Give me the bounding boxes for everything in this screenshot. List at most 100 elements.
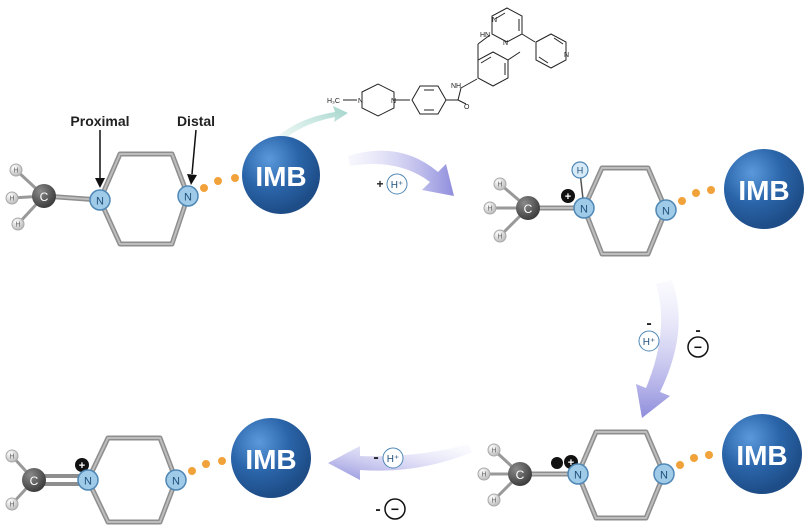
interaction-dot <box>676 461 684 469</box>
imb-ball <box>242 136 320 214</box>
proximal-label: Proximal <box>70 113 129 129</box>
interaction-dot <box>678 197 686 205</box>
imb-ball <box>231 418 311 498</box>
second-step-labels: - H⁺ - − <box>373 447 406 520</box>
interaction-dot <box>188 467 196 475</box>
hydrogen-atom <box>487 493 501 507</box>
site-labels: Proximal Distal <box>70 113 215 188</box>
imb-ball <box>722 414 802 494</box>
hydrogen-atom <box>493 229 507 243</box>
interaction-dot <box>707 186 715 194</box>
nitrogen-distal <box>177 185 199 207</box>
radical-electron <box>551 457 563 469</box>
interaction-dot <box>692 189 700 197</box>
nitrogen-proximal <box>77 469 99 491</box>
svg-text:+: + <box>79 460 85 472</box>
structure-label-n2: N <box>391 98 396 105</box>
hydrogen-atom <box>5 191 19 205</box>
structure-label-n5: N <box>564 52 569 59</box>
carbon-atom <box>508 462 532 486</box>
svg-text:H: H <box>491 448 496 455</box>
svg-text:H: H <box>13 168 18 175</box>
molecule-4: H H C + N N IMB <box>5 418 311 525</box>
svg-text:N: N <box>574 470 582 482</box>
hydrogen-atom <box>9 163 23 177</box>
svg-text:N: N <box>580 204 588 216</box>
svg-text:C: C <box>30 474 39 488</box>
svg-text:−: − <box>694 339 702 355</box>
structure-label-n1: N <box>358 98 363 105</box>
svg-text:-: - <box>695 322 700 339</box>
interaction-dot <box>200 184 208 192</box>
svg-text:H: H <box>15 222 20 229</box>
structure-label-n4: N <box>503 40 508 47</box>
imb-label: IMB <box>738 175 789 206</box>
proximal-arrow-head <box>95 178 105 188</box>
svg-text:-: - <box>373 449 378 466</box>
svg-text:H: H <box>9 196 14 203</box>
svg-text:+: + <box>565 191 571 203</box>
svg-text:H: H <box>9 502 14 509</box>
arrow-deprotonation <box>636 280 679 418</box>
svg-text:+: + <box>568 457 574 469</box>
interaction-dot <box>218 457 226 465</box>
hydrogen-atom <box>11 217 25 231</box>
carbon-atom <box>22 468 46 492</box>
hydrogen-atom <box>483 201 497 215</box>
structure-label-h3c: H₃C <box>327 98 340 105</box>
svg-text:N: N <box>96 196 104 208</box>
imb-label: IMB <box>736 440 787 471</box>
svg-text:C: C <box>516 468 525 482</box>
distal-arrow-head <box>187 174 197 185</box>
imb-label: IMB <box>245 444 296 475</box>
nitrogen-distal <box>165 469 187 491</box>
molecule-2: H H H C H + N N IMB <box>483 149 804 257</box>
positive-charge <box>561 189 575 203</box>
electron-icon <box>687 336 709 358</box>
imb-ball <box>724 149 804 229</box>
interaction-dot <box>231 174 239 182</box>
structure-label-nh: NH <box>451 83 461 90</box>
hydrogen-atom <box>493 177 507 191</box>
nitrogen-proximal <box>573 197 595 219</box>
hydrogen-atom <box>487 443 501 457</box>
svg-text:H: H <box>577 166 584 176</box>
svg-text:-: - <box>646 315 651 332</box>
svg-text:N: N <box>662 206 670 218</box>
molecule-3: H H H C + N N IMB <box>477 414 802 521</box>
carbon-atom <box>32 184 56 208</box>
svg-text:H⁺: H⁺ <box>387 454 400 465</box>
svg-text:H⁺: H⁺ <box>391 180 404 191</box>
nitrogen-proximal <box>89 189 111 211</box>
svg-text:C: C <box>40 190 49 204</box>
svg-text:+: + <box>376 177 383 191</box>
structure-label-o: O <box>464 104 470 111</box>
hydrogen-atom <box>477 467 491 481</box>
svg-text:N: N <box>184 192 192 204</box>
svg-text:H⁺: H⁺ <box>643 337 656 348</box>
svg-text:H: H <box>497 182 502 189</box>
svg-text:N: N <box>172 476 180 488</box>
imatinib-structure <box>343 7 567 117</box>
teal-arrow <box>276 106 348 142</box>
svg-text:−: − <box>391 501 399 517</box>
structure-label-n3: N <box>492 17 497 24</box>
proton-addition-label: + H⁺ <box>376 173 408 195</box>
arrow-protonation <box>348 150 454 196</box>
hydrogen-atom <box>5 497 19 511</box>
structure-label-hn: HN <box>480 32 490 39</box>
svg-text:H: H <box>491 498 496 505</box>
molecule-1: H H H C N N IMB <box>5 136 320 247</box>
svg-text:H: H <box>497 234 502 241</box>
electron-icon <box>384 498 406 520</box>
svg-text:C: C <box>524 202 533 216</box>
carbon-atom <box>516 196 540 220</box>
distal-label: Distal <box>177 113 215 129</box>
interaction-dot <box>202 460 210 468</box>
interaction-dot <box>690 454 698 462</box>
svg-text:-: - <box>375 501 380 518</box>
imb-label: IMB <box>255 161 306 192</box>
imatinib-labels: H₃C N N O NH HN N N N <box>327 17 569 111</box>
hydrogen-atom <box>5 449 19 463</box>
